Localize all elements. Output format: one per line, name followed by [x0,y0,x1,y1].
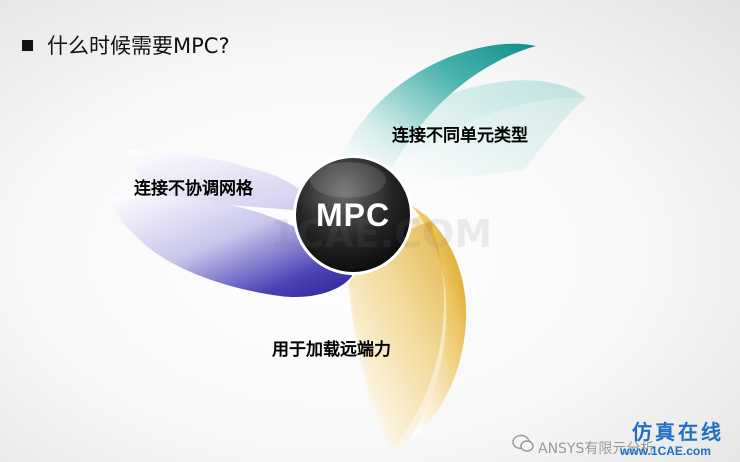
petal-purple-back [126,150,318,212]
center-highlight [310,162,386,198]
petal-gold [348,206,467,452]
bullet-square-icon [22,39,33,51]
petal-gold-front [410,206,467,440]
account-text: ANSYS有限元分析 [538,441,655,457]
petal-teal [330,43,586,189]
petal-label-element-types: 连接不同单元类型 [392,126,528,146]
center-disc [296,158,410,272]
petal-purple-front [110,195,352,298]
brand-name: 仿真在线 [632,420,724,444]
slide-title-text: 什么时候需要MPC? [47,34,230,58]
petal-teal-front [330,43,536,189]
watermark: 1CAE.COM [270,212,493,256]
petal-gold-fill [348,222,445,448]
petal-purple [110,150,352,298]
brand-url: www.1CAE.com [620,444,711,458]
center-node [293,155,413,275]
wechat-icon [512,434,534,452]
petal-label-mismatched-mesh: 连接不协调网格 [134,179,253,199]
center-label: MPC [315,196,391,233]
petal-label-remote-force: 用于加载远端力 [272,340,391,360]
petal-teal-fill [380,83,586,188]
slide-title: 什么时候需要MPC? [22,30,230,60]
